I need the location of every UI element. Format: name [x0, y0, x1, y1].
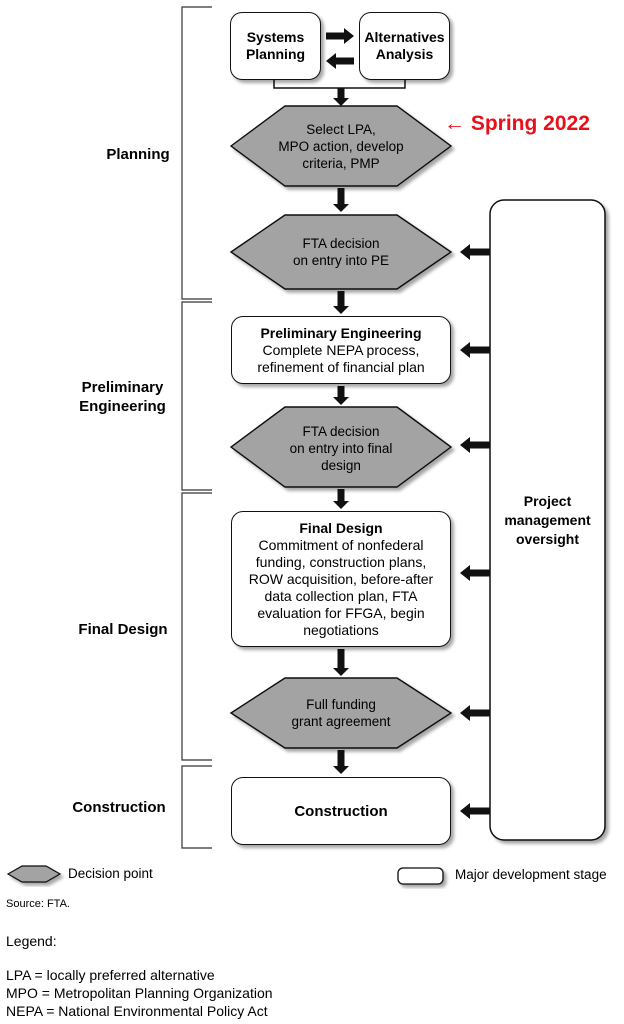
diamond-fta-final	[229, 406, 453, 488]
box-final-design: Final Design Commitment of nonfederal fu…	[231, 511, 451, 647]
abbreviation-list: LPA = locally preferred alternative MPO …	[6, 966, 273, 1020]
abbreviation-item: NEPA = National Environmental Policy Act	[6, 1003, 268, 1019]
legend-major-stage: Major development stage	[455, 867, 607, 882]
stage-label-final-design: Final Design	[78, 621, 168, 638]
stage-label-planning: Planning	[106, 146, 170, 163]
arrow-alternatives-to-systems	[326, 53, 354, 69]
abbreviation-item: MPO = Metropolitan Planning Organization	[6, 985, 273, 1001]
bracket-construction	[181, 765, 212, 849]
bracket-planning	[181, 6, 212, 300]
arrow-to-final-design	[333, 489, 349, 509]
oversight-box	[489, 199, 606, 841]
decision-text-fta-pe: FTA decision on entry into PE	[292, 236, 390, 268]
decision-text-ffga: Full funding grant agreement	[291, 697, 391, 729]
abbreviation-item: LPA = locally preferred alternative	[6, 967, 215, 983]
arrow-systems-to-alternatives	[326, 28, 354, 44]
legend-decision-point: Decision point	[68, 866, 153, 881]
arrow-oversight-preliminary-engineering	[460, 342, 490, 358]
legend-heading: Legend:	[6, 933, 57, 949]
decision-text-fta-final: FTA decision on entry into final design	[289, 423, 393, 473]
arrow-oversight-fta-final	[460, 437, 490, 453]
box-construction: Construction	[231, 777, 451, 845]
bracket-preliminary-engineering	[181, 301, 212, 491]
arrow-to-select-lpa	[333, 88, 349, 106]
oversight-label: Project management oversight	[504, 493, 591, 547]
diamond-select-lpa	[229, 105, 453, 187]
stage-label-construction: Construction	[72, 799, 166, 816]
diamond-fta-pe	[229, 214, 453, 290]
bracket-final-design	[181, 492, 212, 761]
stage-label-preliminary-engineering: Preliminary Engineering	[79, 379, 166, 415]
arrow-oversight-fta-pe	[460, 244, 490, 260]
arrow-to-construction	[333, 750, 349, 774]
spring-2022-annotation: ← Spring 2022	[444, 112, 590, 135]
legend-box-icon	[397, 867, 444, 885]
legend-diamond-icon	[6, 865, 62, 883]
arrow-to-fta-final	[333, 386, 349, 405]
box-preliminary-engineering: Preliminary Engineering Complete NEPA pr…	[231, 316, 451, 384]
arrow-oversight-ffga	[460, 705, 490, 721]
top-connector	[273, 80, 406, 89]
source-note: Source: FTA.	[6, 898, 70, 910]
arrow-oversight-final-design	[460, 565, 490, 581]
arrow-oversight-construction	[460, 803, 490, 819]
decision-text-select-lpa: Select LPA, MPO action, develop criteria…	[278, 121, 404, 171]
arrow-to-fta-pe	[333, 188, 349, 212]
arrow-to-ffga	[333, 649, 349, 676]
diamond-ffga	[229, 677, 453, 749]
arrow-to-preliminary-engineering	[333, 291, 349, 314]
box-systems-planning: Systems Planning	[230, 12, 321, 80]
box-alternatives-analysis: Alternatives Analysis	[359, 12, 450, 80]
